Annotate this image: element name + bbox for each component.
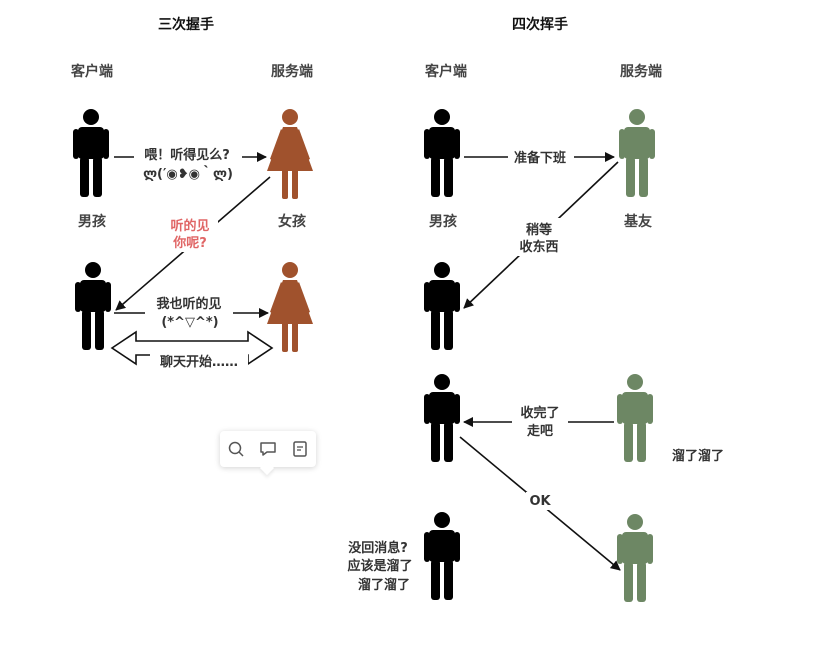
boy-figure-4 bbox=[424, 262, 460, 350]
msg2-bg bbox=[162, 214, 218, 252]
fin1-label-bg bbox=[508, 148, 574, 168]
msg3-line1: 我也听的见 bbox=[156, 296, 221, 312]
chat-double-arrow bbox=[110, 330, 274, 366]
ack1-label-bg bbox=[512, 218, 566, 256]
msg2-line2: 你呢? bbox=[172, 235, 207, 251]
left-title: 三次握手 bbox=[158, 16, 214, 33]
boy-figure-5 bbox=[424, 374, 460, 462]
msg3-bg bbox=[145, 294, 233, 330]
left-client-label: 客户端 bbox=[70, 63, 113, 80]
boy-figure-6 bbox=[424, 512, 460, 600]
left-server-label: 服务端 bbox=[271, 63, 313, 80]
fin1-label: 准备下班 bbox=[514, 150, 566, 166]
right-client-label: 客户端 bbox=[424, 63, 467, 80]
boy-note-line2: 应该是溜了 bbox=[347, 558, 412, 574]
fin2-line1: 收完了 bbox=[520, 405, 559, 421]
ack2-label: OK bbox=[529, 494, 551, 509]
comment-icon[interactable] bbox=[257, 438, 279, 460]
msg1-line1: 喂！听得见么? bbox=[144, 147, 230, 163]
right-boy-label: 男孩 bbox=[429, 213, 457, 230]
msg1-line2: ლ(′◉❥◉｀ლ) bbox=[143, 165, 233, 182]
ack2-label-bg bbox=[526, 492, 554, 510]
friend-figure bbox=[619, 109, 655, 197]
ack1-line1: 稍等 bbox=[526, 222, 552, 238]
boy-note-line3: 溜了溜了 bbox=[358, 577, 410, 593]
fin2-line2: 走吧 bbox=[527, 423, 553, 439]
ack1-line2: 收东西 bbox=[519, 239, 558, 255]
boy-note-line1: 没回消息? bbox=[348, 540, 408, 556]
friend-figure-3 bbox=[617, 514, 653, 602]
boy-label: 男孩 bbox=[78, 213, 106, 230]
msg3-line2: (*^▽^*) bbox=[161, 315, 218, 330]
friend-label: 基友 bbox=[624, 213, 652, 230]
girl-figure bbox=[267, 109, 313, 199]
fin2-label-bg bbox=[512, 404, 568, 440]
search-icon[interactable] bbox=[225, 438, 247, 460]
chat-label-bg bbox=[150, 352, 248, 372]
right-title: 四次挥手 bbox=[512, 16, 568, 33]
girl-label: 女孩 bbox=[278, 213, 306, 230]
friend-side-note: 溜了溜了 bbox=[672, 448, 724, 464]
floating-toolbar bbox=[220, 431, 316, 467]
boy-figure bbox=[73, 109, 109, 197]
msg2-line1: 听的见 bbox=[170, 218, 209, 234]
right-server-label: 服务端 bbox=[620, 63, 662, 80]
boy-figure-3 bbox=[424, 109, 460, 197]
friend-figure-2 bbox=[617, 374, 653, 462]
note-icon[interactable] bbox=[289, 438, 311, 460]
msg1-bg bbox=[134, 144, 242, 184]
boy-figure-2 bbox=[75, 262, 111, 350]
chat-label: 聊天开始…… bbox=[160, 354, 238, 370]
girl-figure-2 bbox=[267, 262, 313, 352]
